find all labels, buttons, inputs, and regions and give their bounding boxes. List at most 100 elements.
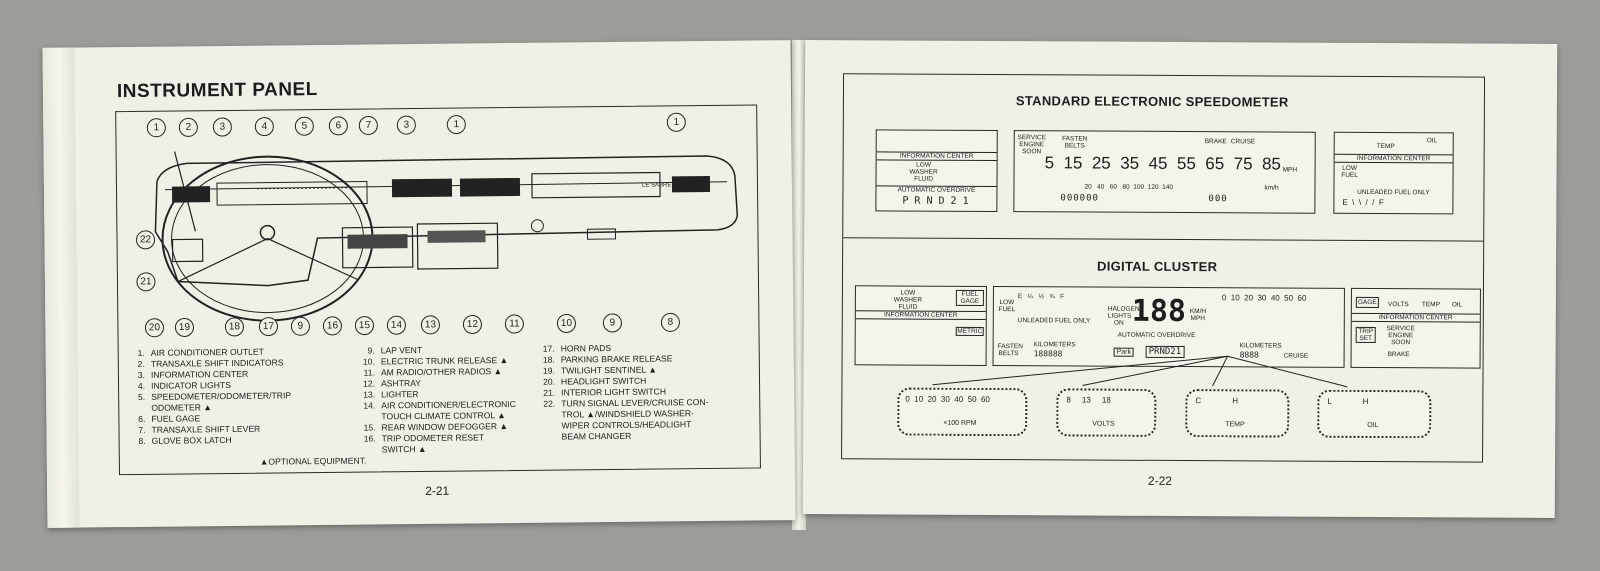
callout-number: 15 (359, 320, 371, 331)
callout-circle (660, 312, 680, 332)
legend-item-text: LIGHTER (381, 389, 419, 400)
legend-item-number: 21. (543, 387, 556, 398)
legend-item-number: 13. (363, 389, 376, 400)
callout-number: 1 (673, 117, 679, 128)
legend-item: 11.AM RADIO/OTHER RADIOS ▲ (357, 366, 516, 379)
callout-number: 19 (179, 322, 191, 333)
volts-gauge-label: VOLTS (1092, 420, 1115, 428)
legend-item-number: 14. (363, 400, 376, 411)
legend-item: 5. SPEEDOMETER/ODOMETER/TRIP (127, 390, 291, 403)
legend-item-number (127, 403, 145, 414)
callout-circle (396, 115, 416, 135)
callout-number: 21 (140, 276, 152, 287)
legend-item-number: 22. (543, 398, 556, 409)
gauge-arrows (932, 355, 1348, 388)
callout-number: 5 (302, 121, 308, 132)
temp-gauge: C H TEMP (1185, 389, 1290, 438)
legend-item: SWITCH ▲ (358, 443, 517, 456)
callout-number: 6 (336, 120, 342, 131)
callout-circle (136, 272, 156, 292)
legend-item-number: 5. (137, 391, 146, 402)
callout-circle (462, 314, 482, 334)
legend-item: 2. TRANSAXLE SHIFT INDICATORS (127, 357, 291, 370)
legend-item-number: 15. (363, 422, 376, 433)
callout-number: 22 (140, 234, 152, 245)
legend-item-number: 11. (363, 367, 375, 378)
legend-item-number: 18. (542, 354, 555, 365)
callout-number: 12 (467, 319, 479, 330)
legend-item-number: 1. (137, 347, 145, 358)
callout-circle (354, 316, 374, 336)
callout-circle (144, 318, 164, 338)
callout-number: 13 (425, 319, 437, 330)
legend-item-text: HORN PADS (560, 342, 612, 354)
legend-item: BEAM CHANGER (538, 430, 709, 443)
temp-gauge-scale: C H (1195, 396, 1239, 406)
legend-item: WIPER CONTROLS/HEADLIGHT (537, 419, 708, 432)
callout-circle (224, 317, 244, 337)
legend-item-text: INDICATOR LIGHTS (150, 379, 232, 391)
callout-number: 8 (668, 317, 674, 328)
legend-item-text: TRANSAXLE SHIFT INDICATORS (150, 357, 284, 369)
legend-item-number (357, 411, 375, 422)
callout-circle (174, 317, 194, 337)
legend-item-number: 8. (138, 435, 146, 446)
callout-circle (358, 116, 378, 136)
callout-number: 3 (220, 122, 226, 133)
legend-item-number: 3. (137, 369, 145, 380)
callout-circle (212, 117, 232, 137)
callout-circle (178, 117, 198, 137)
page-number: 2-21 (425, 483, 450, 498)
legend-item-text: BEAM CHANGER (561, 430, 632, 442)
page-number: 2-22 (1147, 473, 1173, 488)
oil-gauge-label: OIL (1367, 421, 1379, 430)
legend-item-number: 20. (543, 376, 556, 387)
callout-circle (602, 313, 622, 333)
callout-circle (504, 314, 524, 334)
callout-circle (322, 316, 342, 336)
rpm-gauge-label: ×100 RPM (943, 419, 977, 427)
legend-item-text: SPEEDOMETER/ODOMETER/TRIP (151, 390, 292, 402)
callout-number: 18 (229, 321, 241, 332)
callout-number: 9 (298, 321, 304, 332)
legend-item-number (537, 421, 555, 432)
optional-equipment-note: ▲OPTIONAL EQUIPMENT. (259, 455, 367, 467)
callout-circle (294, 116, 314, 136)
legend-item-text: GLOVE BOX LATCH (151, 434, 232, 446)
legend-item-number (358, 444, 376, 455)
legend-item-number: 7. (138, 424, 146, 435)
volts-gauge: 8 13 18 VOLTS (1056, 388, 1157, 437)
legend-item-text: FUEL GAGE (151, 413, 201, 424)
oil-gauge-scale: L H (1327, 396, 1369, 406)
legend-item-text: REAR WINDOW DEFOGGER ▲ (381, 421, 508, 433)
callout-circle (290, 316, 310, 336)
callout-number: 1 (453, 119, 459, 130)
page-binding-edge (42, 47, 80, 528)
callout-number: 20 (149, 322, 161, 333)
legend-item-text: WIPER CONTROLS/HEADLIGHT (561, 419, 692, 431)
legend-item-number: 9. (367, 345, 375, 356)
legend-item-number: 2. (137, 358, 145, 369)
rpm-gauge: 0 10 20 30 40 50 60 ×100 RPM (897, 387, 1028, 437)
legend-item-text: TRIP ODOMETER RESET (381, 432, 485, 444)
callout-circle (556, 313, 576, 333)
legend-item-number: 6. (138, 413, 146, 424)
volts-gauge-scale: 8 13 18 (1066, 395, 1111, 405)
callout-number: 16 (327, 320, 339, 331)
oil-gauge: L H OIL (1317, 389, 1432, 439)
callout-number: 11 (509, 318, 520, 329)
callout-circle (386, 315, 406, 335)
legend-item-number: 4. (137, 380, 146, 391)
callout-circle (258, 317, 278, 337)
callout-circle (666, 112, 686, 132)
rpm-gauge-scale: 0 10 20 30 40 50 60 (905, 394, 990, 405)
legend-item-number: 12. (363, 378, 376, 389)
callout-number: 7 (365, 120, 371, 131)
callout-number: 17 (263, 321, 275, 332)
legend-item-text: LAP VENT (380, 344, 423, 356)
